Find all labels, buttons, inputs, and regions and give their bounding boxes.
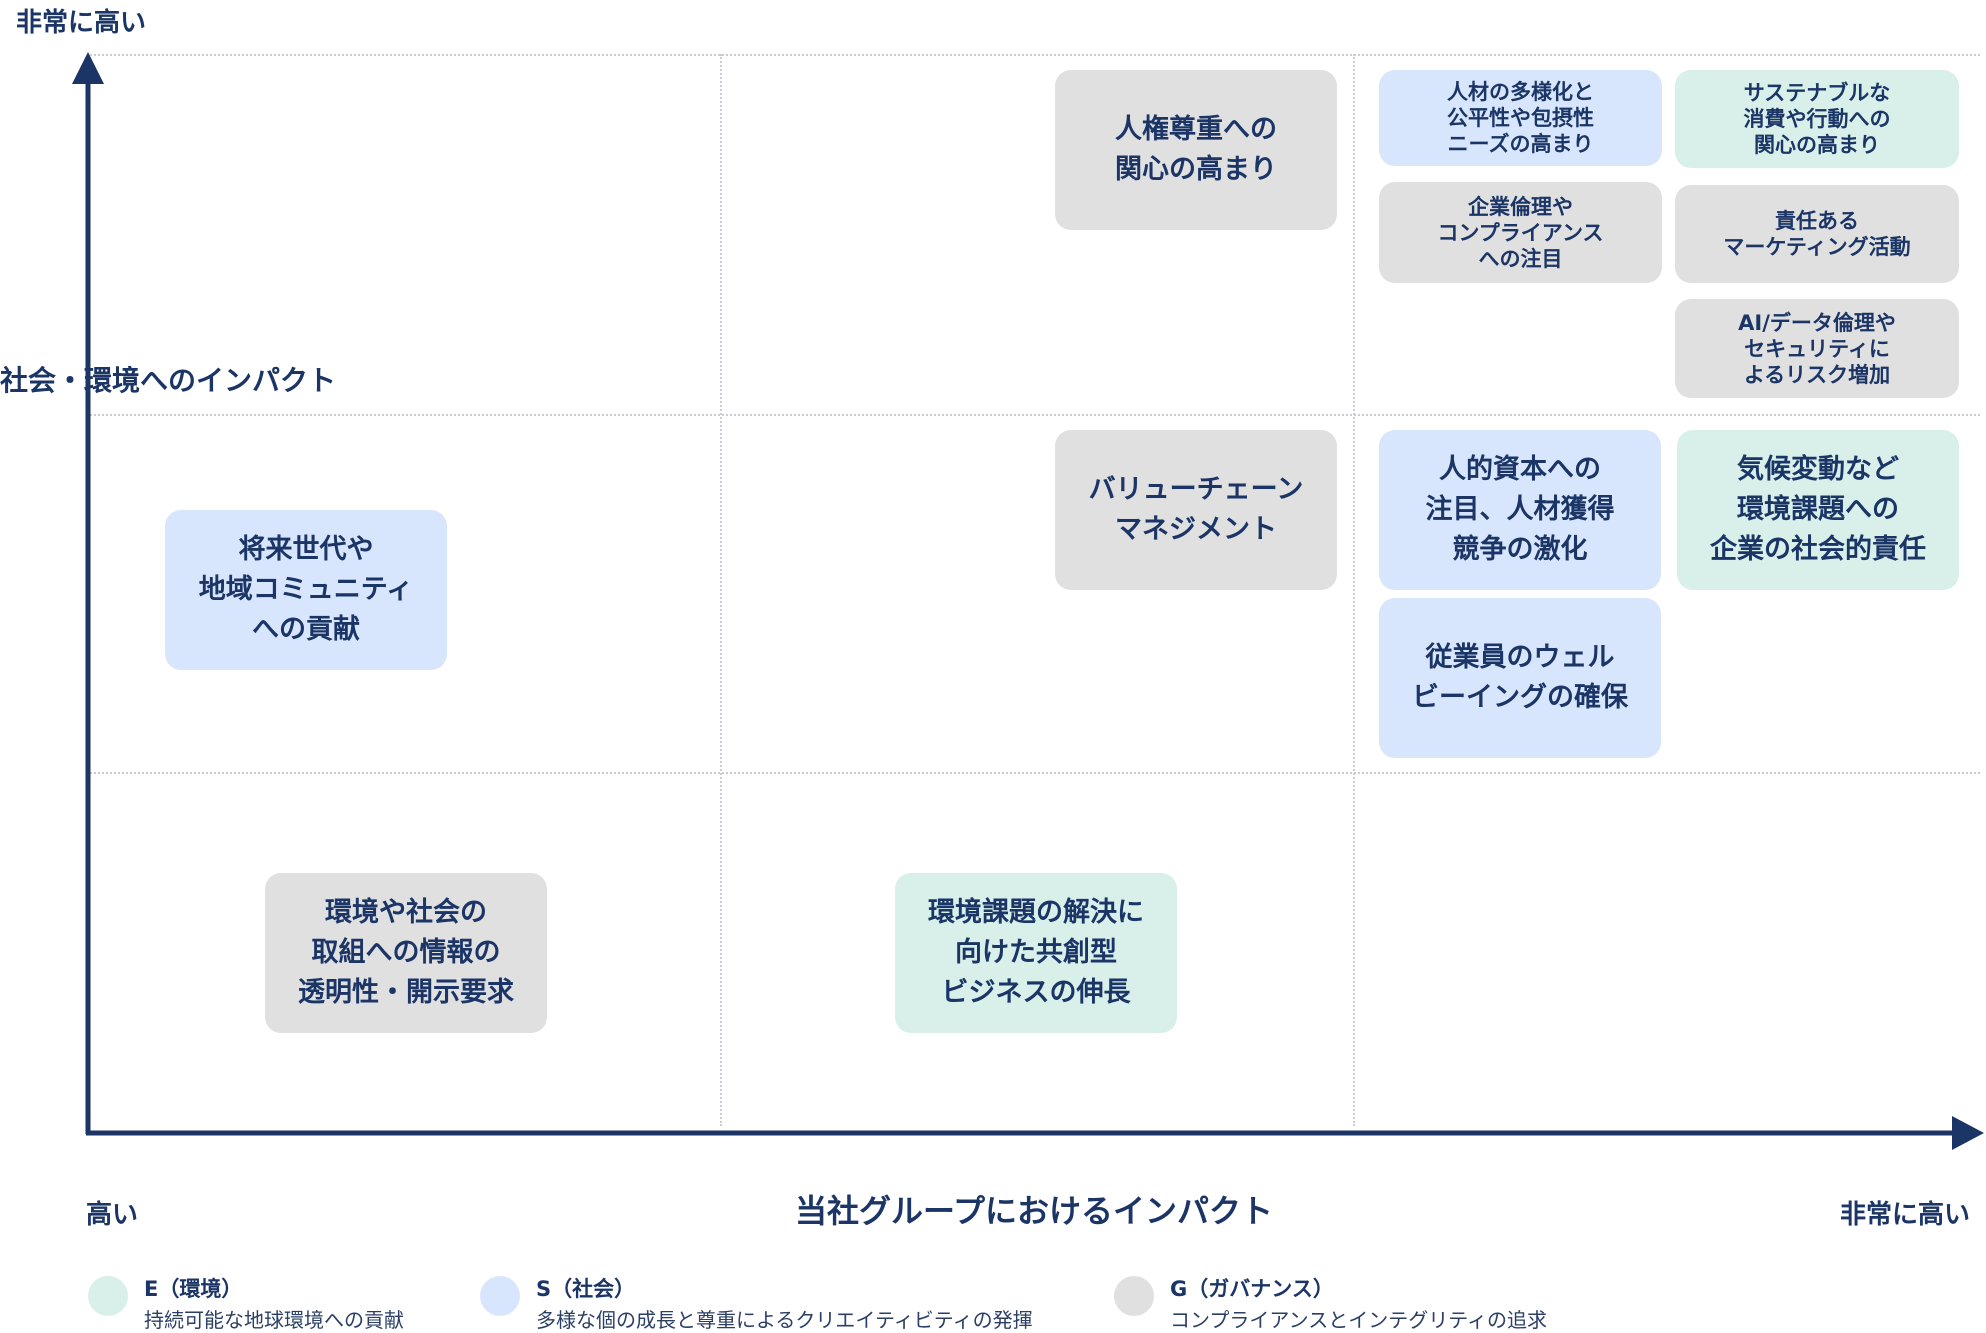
y-axis-arrowhead xyxy=(72,52,104,84)
x-axis-title: 当社グループにおけるインパクト xyxy=(794,1192,1274,1230)
card-diversity-inclusion: 人材の多様化と 公平性や包摂性 ニーズの高まり xyxy=(1379,70,1662,166)
legend-title-governance: G（ガバナンス） xyxy=(1170,1277,1334,1301)
legend-desc-governance: コンプライアンスとインテグリティの追求 xyxy=(1170,1308,1547,1332)
x-axis-right-label: 非常に高い xyxy=(1840,1200,1971,1230)
card-value-chain: バリューチェーン マネジメント xyxy=(1055,430,1337,590)
grid-line-vertical-1 xyxy=(720,54,722,1126)
legend-dot-social xyxy=(480,1276,520,1316)
card-climate-change: 気候変動など 環境課題への 企業の社会的責任 xyxy=(1677,430,1959,590)
x-axis-arrowhead xyxy=(1952,1116,1984,1150)
card-co-creation-business: 環境課題の解決に 向けた共創型 ビジネスの伸長 xyxy=(895,873,1177,1033)
card-sustainable-consumption: サステナブルな 消費や行動への 関心の高まり xyxy=(1675,70,1959,168)
card-corporate-ethics: 企業倫理や コンプライアンス への注目 xyxy=(1379,182,1662,283)
grid-line-vertical-2 xyxy=(1353,54,1355,1126)
card-ai-data-ethics: AI/データ倫理や セキュリティに よるリスク増加 xyxy=(1675,299,1959,398)
card-human-capital: 人的資本への 注目、人材獲得 競争の激化 xyxy=(1379,430,1661,590)
legend-title-environment: E（環境） xyxy=(144,1277,243,1301)
card-human-rights: 人権尊重への 関心の高まり xyxy=(1055,70,1337,230)
legend-title-social: S（社会） xyxy=(536,1277,636,1301)
card-transparency-disclosure: 環境や社会の 取組への情報の 透明性・開示要求 xyxy=(265,873,547,1033)
legend-dot-environment xyxy=(88,1276,128,1316)
grid-line-top xyxy=(90,54,1980,56)
legend-desc-social: 多様な個の成長と尊重によるクリエイティビティの発揮 xyxy=(536,1308,1033,1332)
legend-desc-environment: 持続可能な地球環境への貢献 xyxy=(144,1308,404,1332)
x-axis-left-label: 高い xyxy=(86,1200,139,1230)
grid-line-middle-upper xyxy=(90,414,1980,416)
card-future-generations: 将来世代や 地域コミュニティ への貢献 xyxy=(165,510,447,670)
y-axis-top-label: 非常に高い xyxy=(16,8,147,38)
card-responsible-marketing: 責任ある マーケティング活動 xyxy=(1675,185,1959,283)
legend-dot-governance xyxy=(1114,1276,1154,1316)
card-employee-wellbeing: 従業員のウェル ビーイングの確保 xyxy=(1379,598,1661,758)
grid-line-middle-lower xyxy=(90,772,1980,774)
